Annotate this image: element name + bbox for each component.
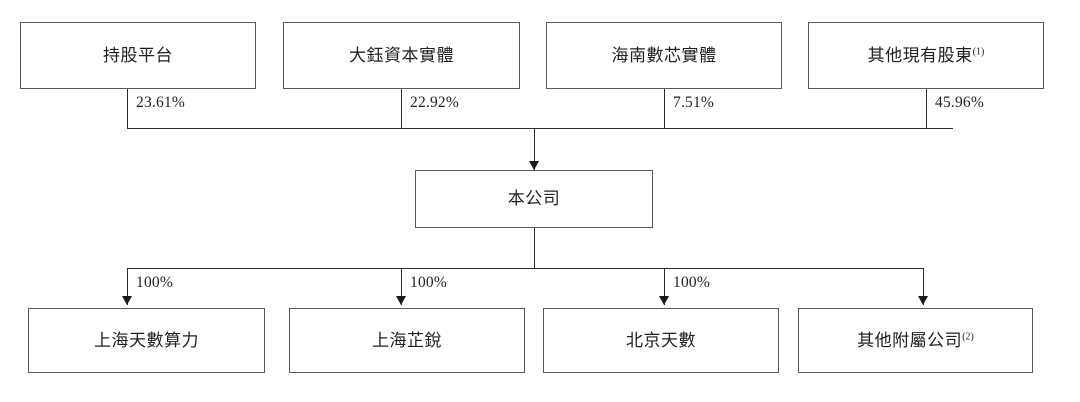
shareholder-box-hainan-shuxin-label: 海南數芯實體 [611,45,717,65]
ownership-label-dayu-capital: 22.92% [410,94,459,111]
connector-stub-other-existing-shareholders [926,89,927,128]
subsidiary-box-other-subsidiaries[interactable]: 其他附屬公司(2) [798,308,1033,373]
ownership-label-holding-platform: 23.61% [136,94,185,111]
connector-stub-beijing-tianshu [664,268,665,305]
ownership-label-hainan-shuxin: 7.51% [673,94,715,111]
arrow-head-shanghai-zhirui [395,296,406,305]
shareholder-box-other-existing-shareholders[interactable]: 其他現有股東(1) [808,22,1044,89]
connector-stub-other-subsidiaries [923,268,924,305]
subsidiary-box-beijing-tianshu[interactable]: 北京天數 [543,308,779,373]
shareholder-box-holding-platform[interactable]: 持股平台 [20,22,256,89]
ownership-label-beijing-tianshu: 100% [673,274,710,291]
connector-stub-holding-platform [127,89,128,128]
company-box[interactable]: 本公司 [415,170,653,228]
subsidiary-box-shanghai-zhirui[interactable]: 上海芷銳 [289,308,525,373]
connector-stub-shanghai-zhirui [401,268,402,305]
connector-stub-dayu-capital [401,89,402,128]
subsidiary-box-other-subsidiaries-label: 其他附屬公司(2) [857,330,974,350]
shareholder-box-dayu-capital-label: 大鈺資本實體 [349,45,454,65]
shareholder-box-hainan-shuxin[interactable]: 海南數芯實體 [546,22,782,89]
connector-company-outbound [534,228,535,268]
subsidiary-box-shanghai-tianshu-suanli[interactable]: 上海天數算力 [28,308,265,373]
connector-stub-hainan-shuxin [664,89,665,128]
company-box-label: 本公司 [507,189,561,209]
shareholder-box-other-existing-shareholders-label: 其他現有股東(1) [867,45,985,65]
arrow-head-other-subsidiaries [917,296,928,305]
shareholder-box-holding-platform-label: 持股平台 [103,45,173,65]
arrow-head-company-inbound [528,161,539,170]
subsidiary-box-other-subsidiaries-footnote-marker: (2) [962,331,974,343]
shareholder-box-dayu-capital[interactable]: 大鈺資本實體 [283,22,520,89]
ownership-label-shanghai-tianshu-suanli: 100% [136,274,173,291]
ownership-label-shanghai-zhirui: 100% [410,274,447,291]
subsidiary-box-shanghai-zhirui-label: 上海芷銳 [372,330,442,350]
connector-upper-bus [127,128,953,129]
connector-lower-bus [127,268,923,269]
arrow-head-beijing-tianshu [658,296,669,305]
ownership-label-other-existing-shareholders: 45.96% [935,94,984,111]
shareholder-box-other-existing-shareholders-footnote-marker: (1) [972,46,985,58]
subsidiary-box-shanghai-tianshu-suanli-label: 上海天數算力 [94,330,199,350]
connector-stub-shanghai-tianshu-suanli [127,268,128,305]
arrow-head-shanghai-tianshu-suanli [121,296,132,305]
subsidiary-box-beijing-tianshu-label: 北京天數 [626,330,696,350]
connector-company-inbound [534,128,535,170]
